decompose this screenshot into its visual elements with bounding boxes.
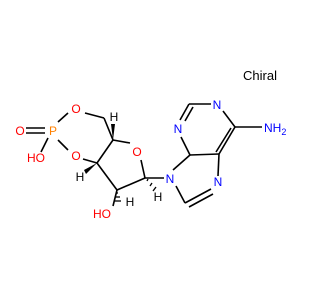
bond-c3-c4 bbox=[96, 139, 114, 164]
bond-c4-n3 bbox=[180, 136, 191, 156]
stereo-h-bottom-left: H bbox=[126, 195, 135, 209]
stereo-h-top: H bbox=[110, 110, 119, 124]
bond-c2-c3 bbox=[96, 162, 118, 191]
bond-p-o-top bbox=[57, 112, 69, 123]
chiral-label: Chiral bbox=[243, 68, 277, 83]
bond-n3-c2-b bbox=[184, 106, 194, 122]
bond-c4-n9 bbox=[172, 154, 191, 171]
bond-c4-o-ring bbox=[112, 139, 131, 144]
hash-c1-h bbox=[146, 178, 157, 192]
atom-ring-oxygen-bottom: O bbox=[71, 149, 80, 163]
bond-n7-c5 bbox=[217, 153, 220, 177]
structure-svg: P O O O O HO HO N N N N NH2 H H H H Chir… bbox=[15, 68, 286, 221]
bond-o-bottom-p bbox=[57, 139, 69, 151]
bond-n9-c8 bbox=[175, 185, 186, 204]
bond-c1-c2 bbox=[116, 177, 146, 191]
bonds bbox=[26, 103, 262, 208]
molecule-diagram: P O O O O HO HO N N N N NH2 H H H H Chir… bbox=[15, 68, 286, 221]
atom-pyrimidine-n3: N bbox=[174, 122, 183, 136]
bond-o-ch2 bbox=[84, 112, 105, 119]
atom-phosphoryl-oxygen: O bbox=[15, 124, 24, 138]
stereo-h-bottom-right: H bbox=[154, 190, 163, 204]
atom-labels: P O O O O HO HO N N N N NH2 H H H H bbox=[15, 98, 286, 221]
bond-n3-c2-a bbox=[179, 103, 190, 121]
bond-c6-c5-a bbox=[218, 126, 236, 155]
amino-subscript: 2 bbox=[281, 127, 286, 137]
bond-n1-c6 bbox=[222, 110, 236, 128]
stereo-h-left: H bbox=[76, 170, 85, 184]
wedge-c3-h bbox=[84, 163, 97, 174]
atom-pyrimidine-n1: N bbox=[213, 98, 222, 112]
atom-ring-oxygen-top: O bbox=[71, 102, 80, 116]
hash-c2-h bbox=[114, 192, 121, 202]
bond-c5-c4 bbox=[189, 153, 220, 156]
wedge-c4-h bbox=[111, 124, 115, 140]
atom-sugar-hydroxyl: HO bbox=[93, 207, 111, 221]
atom-phosphate-hydroxyl: HO bbox=[27, 151, 45, 165]
amino-nh: NH bbox=[264, 121, 281, 135]
bond-p-oh bbox=[40, 137, 49, 153]
atom-amino-group: NH2 bbox=[264, 121, 286, 137]
bond-o-ring-c1 bbox=[140, 159, 146, 179]
atom-phosphorus: P bbox=[49, 124, 57, 138]
atom-imidazole-n9: N bbox=[166, 172, 175, 186]
bond-ch2-c4 bbox=[103, 117, 114, 141]
atom-imidazole-n7: N bbox=[214, 175, 223, 189]
bond-c6-c5-b bbox=[215, 127, 232, 153]
atom-furanose-oxygen: O bbox=[132, 145, 141, 159]
bond-c3-o-bottom bbox=[82, 158, 98, 164]
bond-c8-n7-a bbox=[184, 188, 212, 204]
bond-c8-n7-b bbox=[188, 193, 214, 208]
